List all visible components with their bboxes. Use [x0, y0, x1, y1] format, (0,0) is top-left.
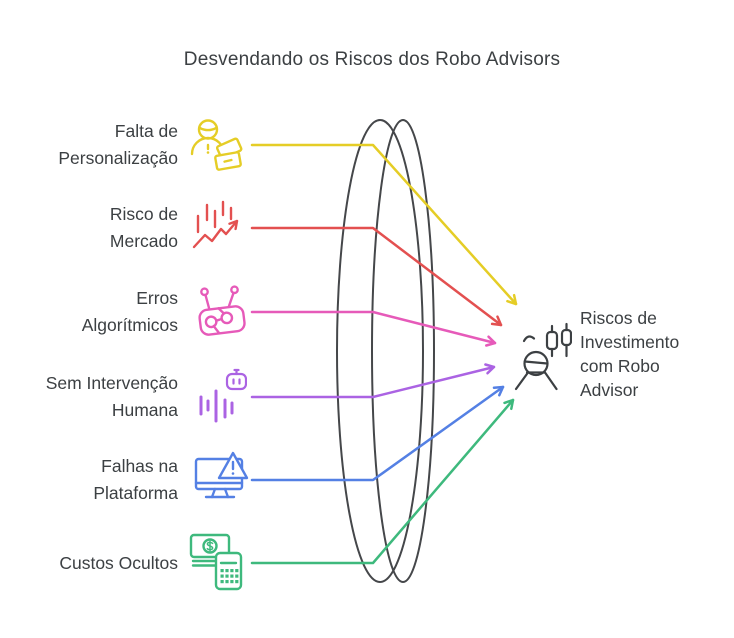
result-label: Riscos de Investimento com Robo Advisor	[580, 308, 680, 400]
risk-label-custos-ocultos: Custos Ocultos	[59, 553, 178, 573]
robot-icon	[193, 283, 251, 339]
connector-arrow-custos-ocultos	[250, 398, 515, 565]
connector-arrow-falta-personalizacao	[250, 143, 518, 306]
connector-arrow-falhas-plataforma	[250, 385, 505, 482]
voice-wave-robot-icon	[197, 368, 247, 426]
diagram-title: Desvendando os Riscos dos Robo Advisors	[183, 49, 561, 70]
connector-arrow-sem-intervencao	[250, 363, 496, 399]
money-calculator-icon	[189, 533, 249, 595]
investor-person-icon	[508, 318, 572, 392]
connector-arrow-erros-algoritmicos	[250, 310, 497, 347]
market-chart-icon	[190, 199, 248, 255]
connector-arrow-risco-mercado	[250, 226, 503, 327]
lens-shape	[336, 119, 435, 583]
person-money-icon	[188, 118, 246, 172]
monitor-warning-icon	[194, 449, 252, 511]
